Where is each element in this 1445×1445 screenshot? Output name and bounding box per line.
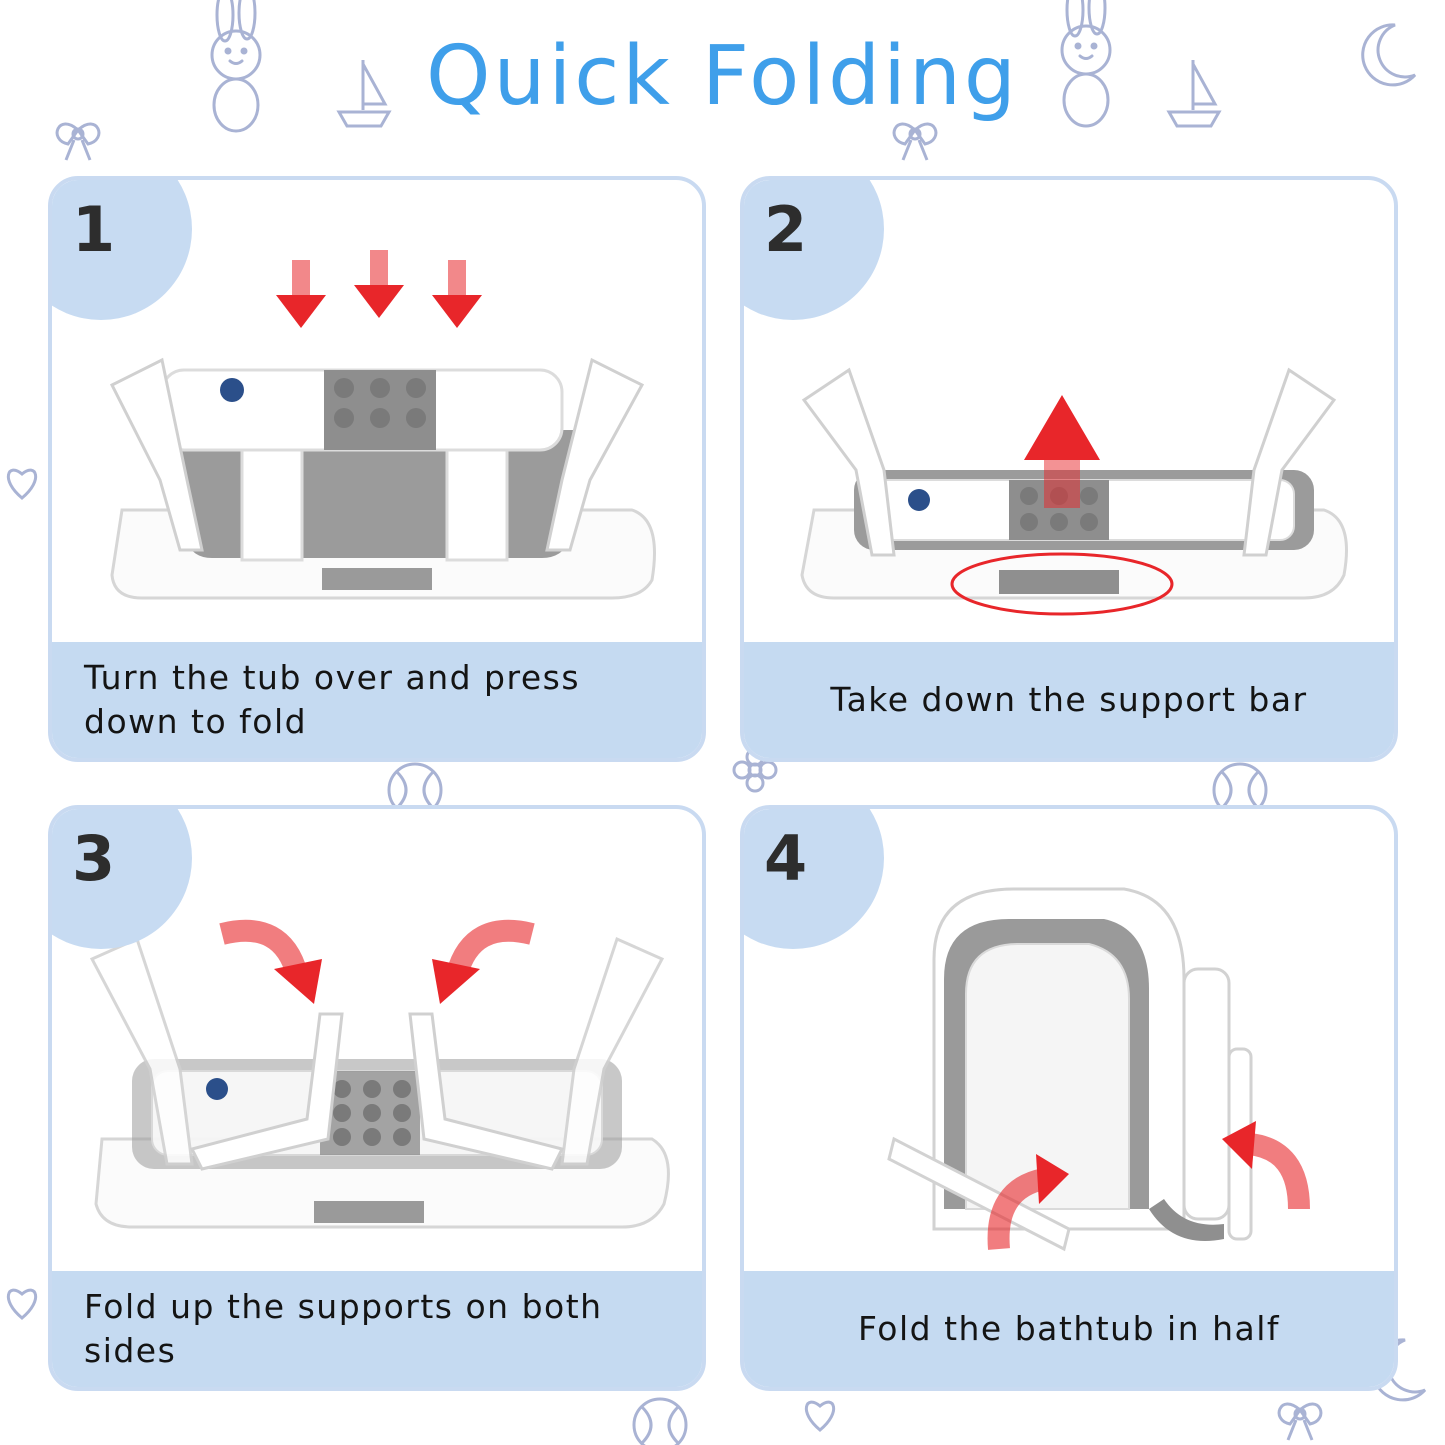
- red-down-arrow-icon: [276, 250, 482, 328]
- step-card-4: 4 Fold the bathtub in half: [740, 805, 1398, 1391]
- red-curved-arrow-icon: [987, 1121, 1310, 1250]
- tub-fold-supports-illustration: [89, 919, 670, 1229]
- step-card-2: 2 Take down the support bar: [740, 176, 1398, 762]
- step-number: 4: [764, 822, 808, 895]
- red-curved-arrow-icon: [219, 919, 535, 1004]
- step-card-1: 1 Turn the tub over and press down to fo…: [48, 176, 706, 762]
- step-card-3: 3 Fold up the supports on both sides: [48, 805, 706, 1391]
- step-number: 1: [72, 193, 116, 266]
- tub-folded-half-illustration: [887, 887, 1310, 1252]
- step-caption: Take down the support bar: [744, 642, 1394, 758]
- tub-support-bar-illustration: [800, 367, 1348, 616]
- tub-upside-down-illustration: [109, 250, 656, 600]
- step-caption: Turn the tub over and press down to fold: [52, 642, 702, 758]
- highlight-ellipse: [950, 552, 1174, 616]
- step-number: 2: [764, 193, 808, 266]
- step-caption: Fold up the supports on both sides: [52, 1271, 702, 1387]
- page-title: Quick Folding: [426, 29, 1019, 124]
- step-caption: Fold the bathtub in half: [744, 1271, 1394, 1387]
- red-up-arrow-icon: [1024, 395, 1100, 508]
- step-number: 3: [72, 822, 116, 895]
